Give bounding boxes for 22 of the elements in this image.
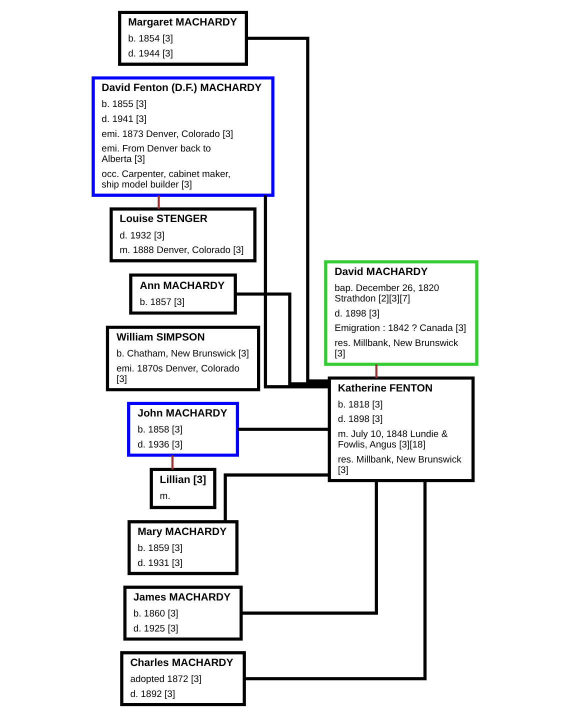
connector — [264, 195, 330, 388]
connector — [224, 473, 330, 522]
connector — [244, 480, 427, 680]
node-box: Ann MACHARDY b. 1857 [3] — [129, 273, 237, 315]
node-box: Louise STENGER d. 1932 [3] m. 1888 Denver, Colorado [3] — [110, 207, 256, 262]
connector — [242, 481, 378, 615]
connector — [158, 195, 160, 209]
node-box: Mary MACHARDY b. 1859 [3] d. 1931 [3] — [128, 520, 239, 576]
node-box: John MACHARDY b. 1858 [3] d. 1936 [3] — [127, 402, 240, 457]
connector — [171, 455, 174, 470]
connector — [235, 292, 330, 386]
connector — [375, 364, 378, 378]
node-box: Charles MACHARDY adopted 1872 [3] d. 1892 [3] — [120, 651, 246, 706]
node-box: David MACHARDY bap. December 26, 1820 Strathdon [2][3][7] d. 1898 [3] Emigration : 1842 ? Canada [3] res. Millbank, New Brunswick [3] — [324, 260, 478, 366]
node-box: Lillian [3] m. — [150, 468, 216, 510]
node-box: William SIMPSON b. Chatham, New Brunswick [3] emi. 1870s Denver, Colorado [3] — [106, 326, 260, 392]
node-box: James MACHARDY b. 1860 [3] d. 1925 [3] — [123, 586, 243, 641]
node-box: Katherine FENTON b. 1818 [3] d. 1898 [3] m. July 10, 1848 Lundie & Fowlis, Angus [3][18] res. Millbank, New Brunswick [3] — [328, 376, 475, 482]
connector — [238, 428, 330, 431]
node-box: David Fenton (D.F.) MACHARDY b. 1855 [3] d. 1941 [3] emi. 1873 Denver, Colorado [3] emi. From Denver back to Alberta [3] occ. Carpenter, cabinet maker, ship model builder [3] — [92, 76, 274, 197]
node-box: Margaret MACHARDY b. 1854 [3] d. 1944 [3] — [118, 10, 248, 66]
connector — [246, 36, 329, 383]
